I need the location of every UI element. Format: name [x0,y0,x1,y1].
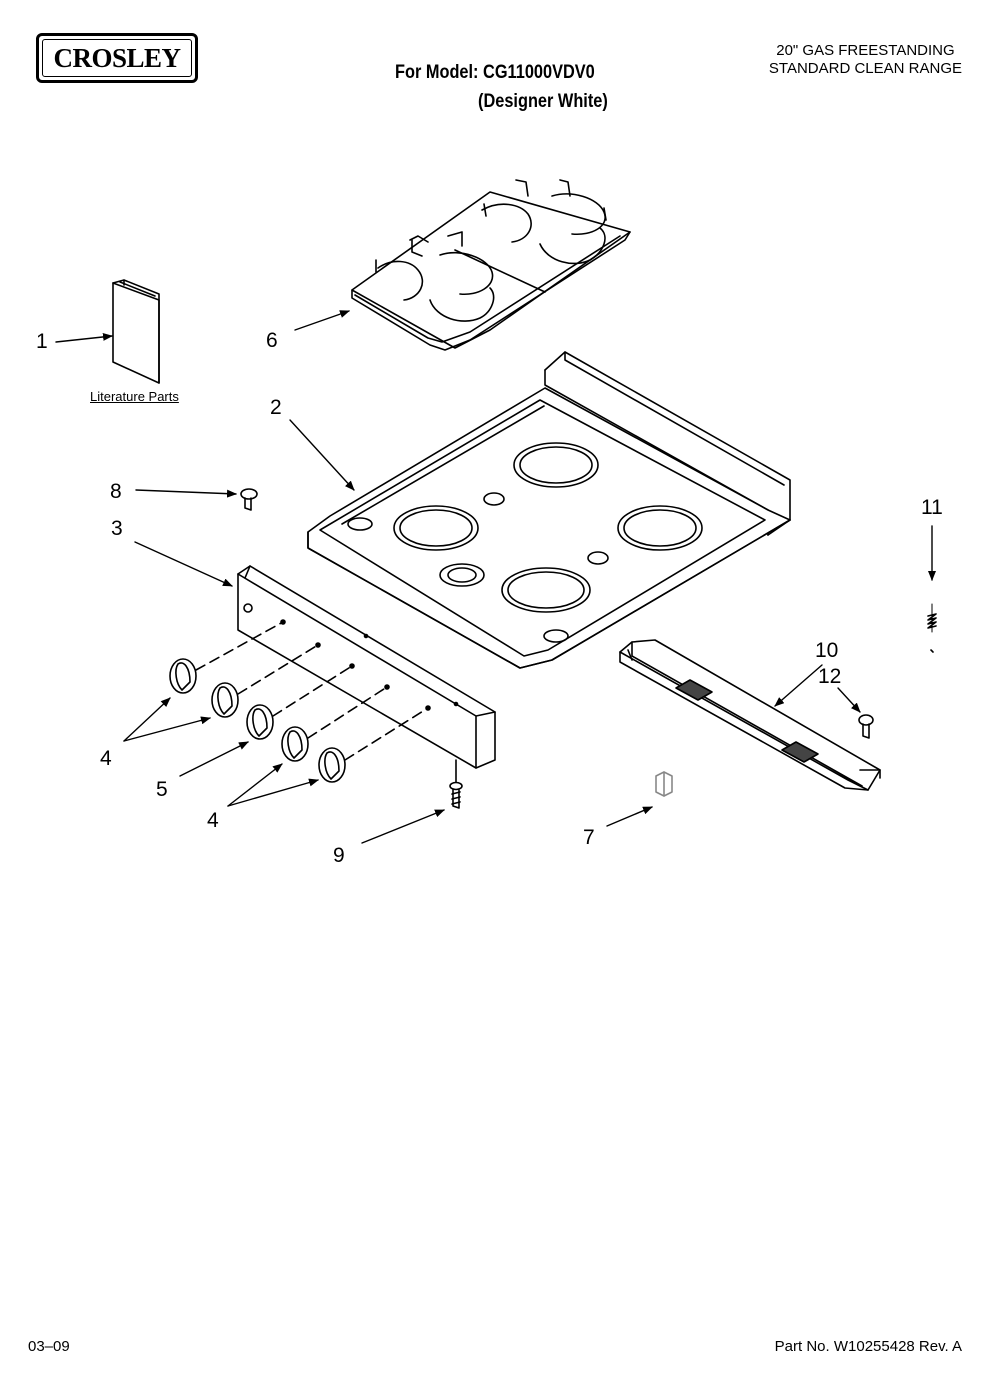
literature-booklet-part [112,279,160,384]
callout-2: 2 [270,396,282,419]
crosley-logo: CROSLEY [36,33,198,83]
literature-parts-label: Literature Parts [90,389,179,404]
callout-5: 5 [156,778,168,801]
callout-6: 6 [266,329,278,352]
knob-3 [246,704,274,740]
leader-lines [55,310,936,844]
clip-11-part [927,603,937,653]
callout-10: 10 [815,639,839,662]
model-finish: (Designer White) [478,91,608,112]
knob-1 [169,658,197,694]
screw-12-part [858,714,874,739]
callout-8: 8 [110,480,122,503]
logo-text: CROSLEY [53,42,181,73]
small-bracket-7-part [655,771,673,797]
product-line-1: 20" GAS FREESTANDING [776,42,955,59]
callout-9: 9 [333,844,345,867]
date-code: 03–09 [28,1338,70,1355]
callout-4a: 4 [100,747,112,770]
bracket-part [619,639,881,791]
model-number: For Model: CG11000VDV0 [395,62,595,83]
control-panel-part [237,565,496,769]
screw-9-part [449,759,463,809]
screw-8-part [240,488,258,511]
callout-3: 3 [111,517,123,540]
product-description: 20" GAS FREESTANDING STANDARD CLEAN RANG… [769,42,962,78]
grate-part [351,179,631,351]
part-number: Part No. W10255428 Rev. A [774,1338,962,1355]
knob-4 [281,726,309,762]
callout-7: 7 [583,826,595,849]
knob-2 [211,682,239,718]
product-line-2: STANDARD CLEAN RANGE [768,60,962,77]
callout-11: 11 [921,496,943,519]
callout-1: 1 [36,330,48,353]
callout-12: 12 [818,665,842,688]
cooktop-part [307,351,791,669]
callout-4b: 4 [207,809,219,832]
knob-5 [318,747,346,783]
logo-inner-border: CROSLEY [42,39,192,77]
knobs-group [169,621,429,783]
